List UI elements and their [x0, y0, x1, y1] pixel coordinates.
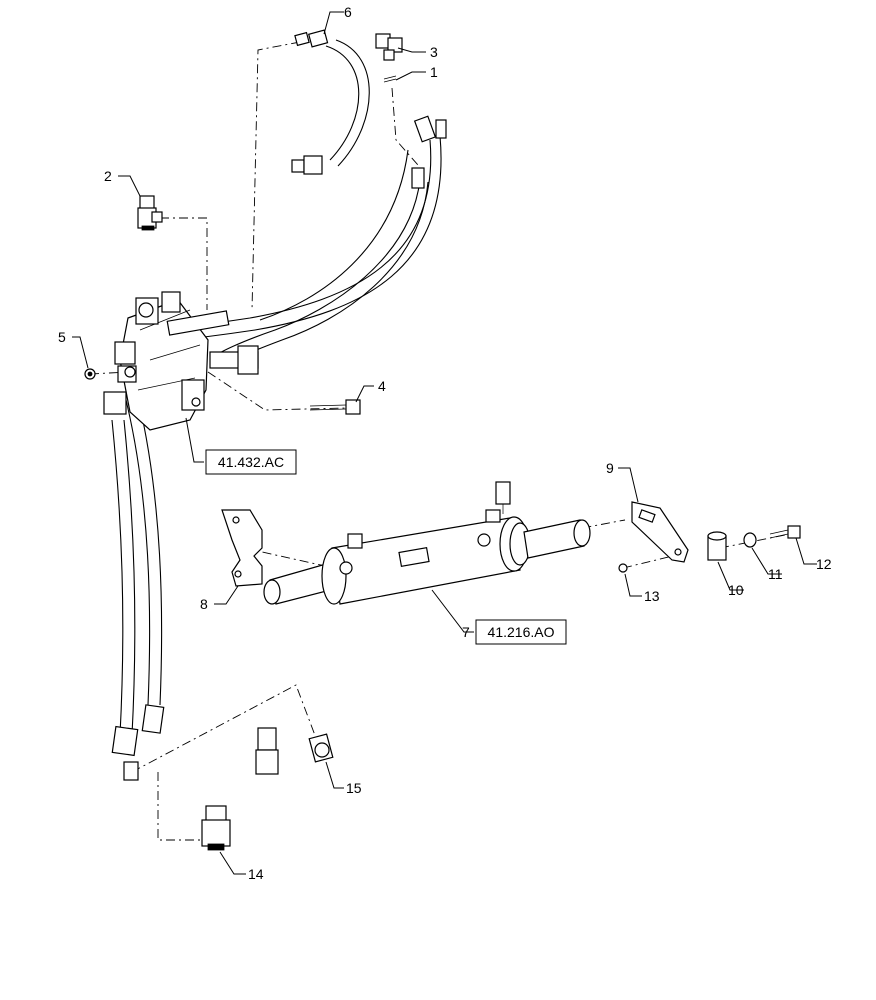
hose-fittings-top [411, 115, 447, 189]
callout-10: 10 [728, 582, 744, 598]
fitting-item-2 [137, 195, 163, 231]
callout-labels: 1 2 3 4 5 6 7 8 9 10 11 12 13 14 15 [58, 4, 832, 882]
leader-lines [72, 11, 817, 875]
callout-1: 1 [430, 64, 438, 80]
bracket-item-8 [221, 509, 263, 587]
plate-item-9 [631, 501, 689, 563]
reference-box-valve[interactable]: 41.432.AC [205, 449, 297, 475]
bolt-item-4 [309, 399, 361, 415]
bushing-item-10 [707, 531, 727, 561]
bolt-item-12 [769, 525, 801, 539]
reference-cylinder-text: 41.216.AO [488, 624, 555, 640]
elbow-fitting-item-3 [375, 33, 403, 61]
callout-15: 15 [346, 780, 362, 796]
callout-2: 2 [104, 168, 112, 184]
reference-box-cylinder[interactable]: 41.216.AO [475, 619, 567, 645]
fitting-item-14 [201, 805, 231, 851]
fitting-item-15 [255, 727, 334, 775]
callout-13: 13 [644, 588, 660, 604]
hydraulic-cylinder [263, 481, 591, 605]
callout-6: 6 [344, 4, 352, 20]
hose-fittings-bottom [111, 704, 165, 781]
callout-8: 8 [200, 596, 208, 612]
nut-item-13 [618, 563, 628, 573]
reference-valve-text: 41.432.AC [218, 454, 284, 470]
callout-14: 14 [248, 866, 264, 882]
callout-9: 9 [606, 460, 614, 476]
callout-7: 7 [462, 624, 470, 640]
clip-item-1 [383, 75, 397, 83]
callout-4: 4 [378, 378, 386, 394]
washer-item-11 [743, 532, 757, 548]
assembly-lines [89, 41, 796, 841]
fitting-item-5 [84, 368, 96, 380]
callout-5: 5 [58, 329, 66, 345]
callout-12: 12 [816, 556, 832, 572]
callout-11: 11 [768, 566, 783, 582]
hose-item-6 [291, 29, 329, 175]
hoses [111, 39, 442, 736]
control-valve-block [103, 291, 259, 431]
callout-3: 3 [430, 44, 438, 60]
